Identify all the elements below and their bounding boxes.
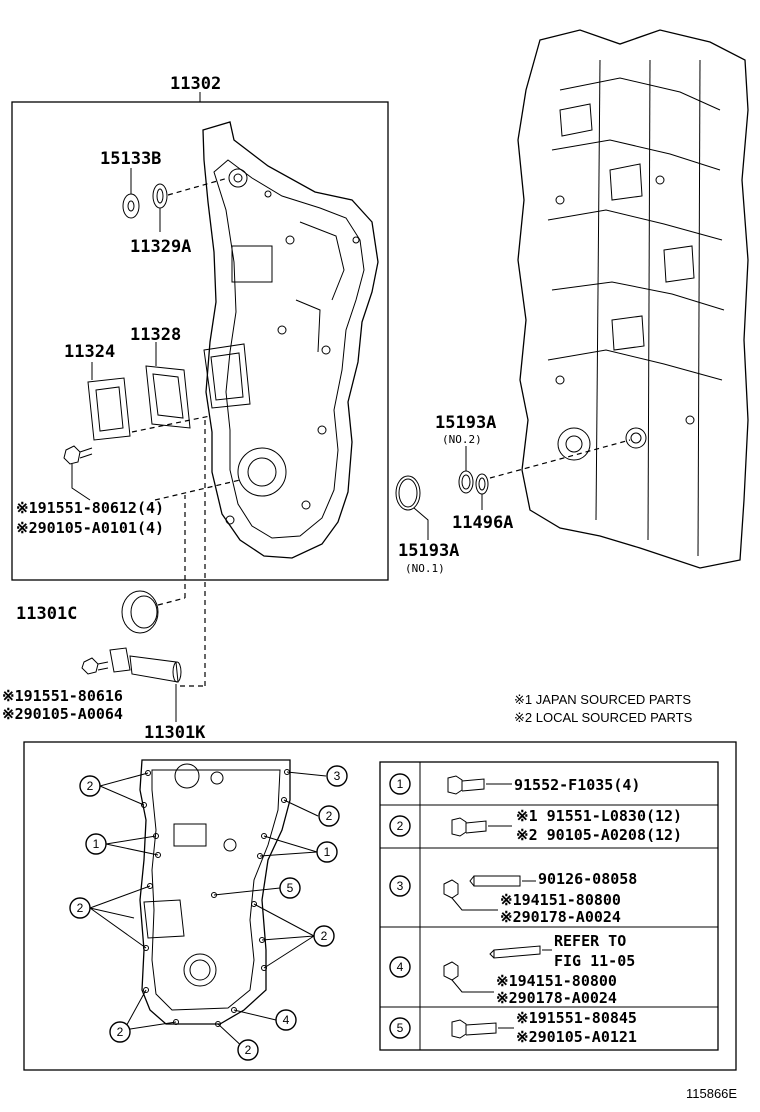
row3-line2: ※194151-80800	[500, 891, 621, 909]
svg-text:2: 2	[77, 901, 84, 915]
row4-line3: ※194151-80800	[496, 972, 617, 990]
row4-line2: FIG 11-05	[554, 952, 635, 970]
svg-text:2: 2	[321, 929, 328, 943]
callout-2f: 2	[237, 1039, 259, 1061]
label-bolt-2b: ※290105-A0064	[2, 705, 123, 723]
svg-text:3: 3	[334, 769, 341, 783]
engine-block-drawing	[517, 29, 749, 569]
label-11329a: 11329A	[130, 237, 191, 257]
svg-text:1: 1	[93, 837, 100, 851]
callout-2e: 2	[109, 1021, 131, 1043]
bolt-table	[379, 761, 719, 1051]
legend-local: ※2 LOCAL SOURCED PARTS	[514, 710, 693, 725]
plate-11324-drawing	[87, 362, 131, 441]
callout-5: 5	[279, 877, 301, 899]
label-bolt-1a: ※191551-80612(4)	[16, 499, 164, 517]
rings-15193a-no2-drawing	[458, 439, 631, 510]
row4-line1: REFER TO	[554, 932, 626, 950]
timing-cover-drawing	[202, 121, 379, 559]
callout-2d: 2	[313, 925, 335, 947]
svg-text:5: 5	[397, 1021, 404, 1035]
svg-text:4: 4	[397, 960, 404, 974]
svg-text:2: 2	[245, 1043, 252, 1057]
label-15133b: 15133B	[100, 149, 161, 169]
svg-text:3: 3	[397, 879, 404, 893]
figure-id: 115866E	[686, 1086, 737, 1101]
label-11302: 11302	[170, 74, 221, 94]
bolt-location-frame	[23, 741, 737, 1071]
plug-15133b-drawing	[122, 168, 140, 219]
svg-text:1: 1	[397, 777, 404, 791]
label-no2: (NO.2)	[442, 433, 482, 446]
label-no1: (NO.1)	[405, 562, 445, 575]
row3-line1: 90126-08058	[538, 870, 637, 888]
callout-1b: 1	[316, 841, 338, 863]
table-row-2: 2 ※1 91551-L0830(12) ※2 90105-A0208(12)	[389, 807, 682, 844]
label-bolt-1b: ※290105-A0101(4)	[16, 519, 164, 537]
ring-11329a-drawing	[152, 177, 229, 232]
svg-text:4: 4	[283, 1013, 290, 1027]
row5-line1: ※191551-80845	[516, 1009, 637, 1027]
callout-2a: 2	[79, 775, 101, 797]
table-row-4: 4 REFER TO FIG 11-05 ※194151-80800 ※2901…	[389, 932, 635, 1007]
label-bolt-2a: ※191551-80616	[2, 687, 123, 705]
table-row-1: 1 91552-F1035(4)	[389, 773, 640, 795]
callout-2c: 2	[69, 897, 91, 919]
callout-2b: 2	[318, 805, 340, 827]
svg-text:5: 5	[287, 881, 294, 895]
lower-cover-drawing	[139, 759, 291, 1027]
svg-text:2: 2	[117, 1025, 124, 1039]
callout-1a: 1	[85, 833, 107, 855]
row3-line3: ※290178-A0024	[500, 908, 621, 926]
svg-text:2: 2	[87, 779, 94, 793]
oil-seal-11301c-drawing	[121, 495, 186, 634]
bolt-drawing-1	[63, 445, 93, 501]
svg-text:2: 2	[326, 809, 333, 823]
row2-line1: ※1 91551-L0830(12)	[516, 807, 682, 825]
label-15193a-top: 15193A	[435, 413, 496, 433]
svg-text:2: 2	[397, 819, 404, 833]
ring-15193a-no1-drawing	[395, 475, 429, 540]
row5-line2: ※290105-A0121	[516, 1028, 637, 1046]
svg-text:1: 1	[324, 845, 331, 859]
label-11496a: 11496A	[452, 513, 513, 533]
row2-line2: ※2 90105-A0208(12)	[516, 826, 682, 844]
gasket-11328-drawing	[131, 342, 211, 433]
table-row-5: 5 ※191551-80845 ※290105-A0121	[389, 1009, 637, 1046]
row4-line4: ※290178-A0024	[496, 989, 617, 1007]
callout-4: 4	[275, 1009, 297, 1031]
sensor-11301k-drawing	[81, 420, 206, 722]
label-11301c: 11301C	[16, 604, 77, 624]
label-11328: 11328	[130, 325, 181, 345]
callout-3: 3	[326, 765, 348, 787]
legend-japan: ※1 JAPAN SOURCED PARTS	[514, 692, 691, 707]
label-11324: 11324	[64, 342, 115, 362]
row1-line1: 91552-F1035(4)	[514, 776, 640, 794]
label-11301k: 11301K	[144, 723, 206, 743]
table-row-3: 3 90126-08058 ※194151-80800 ※290178-A002…	[389, 870, 637, 926]
label-15193a-bot: 15193A	[398, 541, 459, 561]
